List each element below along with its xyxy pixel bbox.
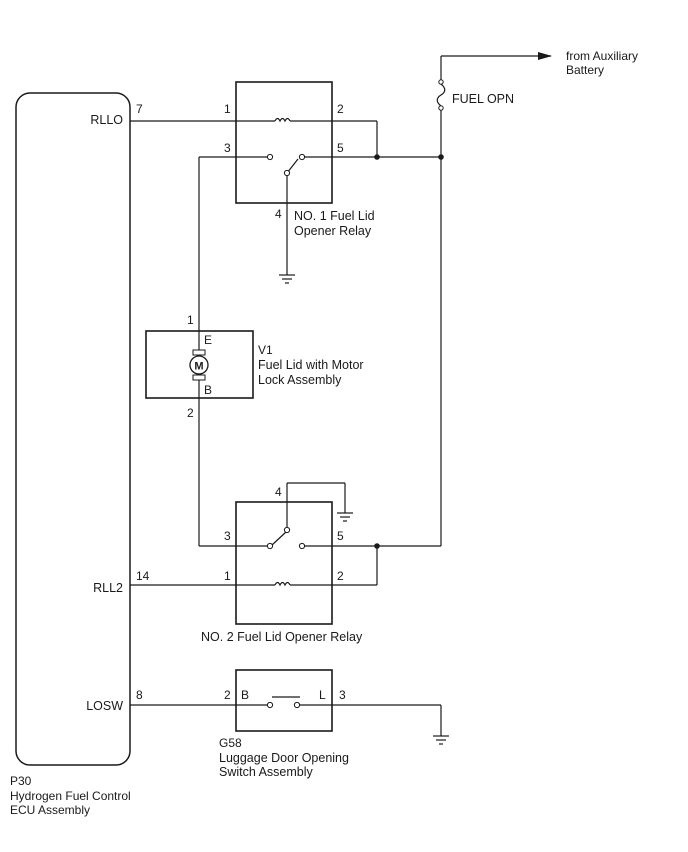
- motor-icon: [189, 355, 209, 375]
- motor-name-line2: Lock Assembly: [258, 373, 342, 387]
- ground-icon: [433, 735, 449, 745]
- motor-code: V1: [258, 343, 273, 357]
- switch-box: [235, 669, 333, 732]
- relay-2-pin-4: 4: [275, 485, 282, 499]
- relay-1-pin-2: 2: [337, 102, 344, 116]
- motor-name-line1: Fuel Lid with Motor: [258, 358, 364, 372]
- motor-bracket-bottom: [192, 374, 206, 381]
- ecu-terminal-losw: LOSW: [86, 699, 123, 713]
- relay-2-pin-3: 3: [224, 529, 231, 543]
- ecu-pin-8: 8: [136, 688, 143, 702]
- relay-1-name-line1: NO. 1 Fuel Lid: [294, 209, 375, 223]
- relay-1-pin-4: 4: [275, 207, 282, 221]
- source-label-line1: from Auxiliary: [566, 49, 638, 63]
- relay-2-pin-5: 5: [337, 529, 344, 543]
- ecu-pin-14: 14: [136, 569, 150, 583]
- switch-term-right: L: [319, 688, 326, 702]
- switch-pin-2: 2: [224, 688, 231, 702]
- fuse-fuel-opn: FUEL OPN: [436, 79, 514, 111]
- switch-pin-3: 3: [339, 688, 346, 702]
- relay-2-pin-2: 2: [337, 569, 344, 583]
- ecu-pin-7: 7: [136, 102, 143, 116]
- relay-2-box: [235, 501, 333, 625]
- switch-code: G58: [219, 736, 242, 750]
- motor-bracket-top: [192, 349, 206, 356]
- arrow-left-icon: [538, 52, 552, 60]
- switch-g58: B L 2 3 G58 Luggage Door Opening Switch …: [130, 669, 449, 779]
- motor-symbol: M: [194, 361, 203, 373]
- relay-2-name: NO. 2 Fuel Lid Opener Relay: [201, 630, 363, 644]
- ecu-terminal-rllo: RLLO: [90, 113, 123, 127]
- relay-2-coil-icon: [274, 581, 291, 587]
- ecu-code: P30: [10, 774, 32, 788]
- relay-1: 1 2 3 5 4 NO. 1 Fuel Lid Opener Relay: [130, 81, 441, 284]
- relay-2-pin-1: 1: [224, 569, 231, 583]
- motor-term-top: E: [204, 333, 212, 347]
- ecu-name-line2: ECU Assembly: [10, 803, 90, 817]
- ecu-box: [15, 92, 131, 766]
- relay-2: 4 3 5 1 2 NO. 2 Fuel Lid Opener Relay: [130, 482, 441, 644]
- motor-v1: M E B 1 2 V1 Fuel Lid with Motor Lock As…: [145, 313, 364, 420]
- relay-1-name-line2: Opener Relay: [294, 224, 372, 238]
- relay-1-pin-5: 5: [337, 141, 344, 155]
- ecu-name-line1: Hydrogen Fuel Control: [10, 789, 131, 803]
- switch-name-line1: Luggage Door Opening: [219, 751, 349, 765]
- relay-1-coil-icon: [274, 117, 291, 123]
- motor-pin-2: 2: [187, 406, 194, 420]
- source-label-line2: Battery: [566, 63, 604, 77]
- relay-1-box: [235, 81, 333, 204]
- relay-1-pin-1: 1: [224, 102, 231, 116]
- switch-term-left: B: [241, 688, 249, 702]
- power-source: from Auxiliary Battery: [440, 49, 638, 82]
- switch-name-line2: Switch Assembly: [219, 765, 314, 779]
- ecu-terminal-rll2: RLL2: [93, 581, 123, 595]
- motor-term-bottom: B: [204, 383, 212, 397]
- motor-pin-1: 1: [187, 313, 194, 327]
- ground-icon: [337, 512, 353, 522]
- ecu-assembly: RLLO RLL2 LOSW 7 14 8 P30 Hydrogen Fuel …: [10, 92, 150, 817]
- fuse-icon: [436, 83, 446, 107]
- relay-2-switch-icon: [271, 531, 287, 546]
- ground-icon: [279, 274, 295, 284]
- relay-1-pin-3: 3: [224, 141, 231, 155]
- fuse-label: FUEL OPN: [452, 92, 514, 106]
